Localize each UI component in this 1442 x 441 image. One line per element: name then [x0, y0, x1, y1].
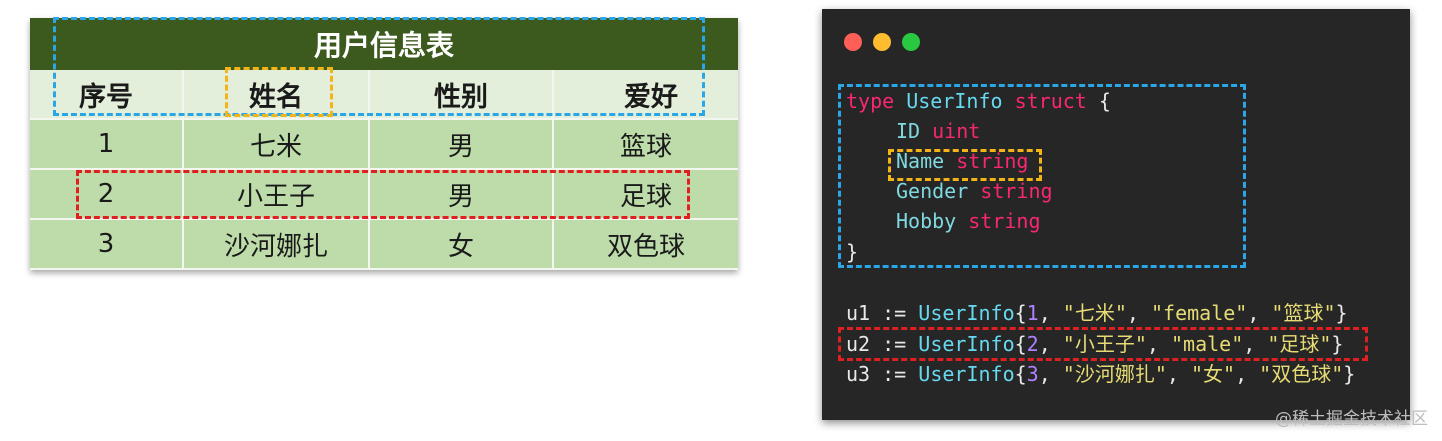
arg-string: "篮球"	[1271, 301, 1336, 325]
field-name: Name	[896, 149, 945, 173]
window-maximize-dot	[902, 33, 920, 51]
assign-op: :=	[882, 362, 907, 386]
cell-name: 七米	[184, 120, 370, 170]
arg-string: "female"	[1150, 301, 1248, 325]
header-cell-index: 序号	[30, 70, 184, 120]
cell-gender: 男	[370, 170, 554, 220]
code-assignment-line: u2 := UserInfo{2, "小王子", "male", "足球"}	[846, 332, 1344, 356]
cell-name: 沙河娜扎	[184, 220, 370, 270]
cell-index: 2	[30, 170, 184, 220]
struct-name: UserInfo	[906, 89, 1003, 113]
field-type: string	[968, 209, 1041, 233]
table-row: 2 小王子 男 足球	[30, 170, 738, 220]
code-struct-decl: type UserInfo struct {	[846, 86, 1111, 116]
arg-number: 2	[1026, 332, 1039, 356]
code-assignment-line: u3 := UserInfo{3, "沙河娜扎", "女", "双色球"}	[846, 362, 1356, 386]
assign-op: :=	[882, 301, 907, 325]
table-row: 3 沙河娜扎 女 双色球	[30, 220, 738, 270]
table-header-row: 序号 姓名 性别 爱好	[30, 70, 738, 120]
cell-gender: 女	[370, 220, 554, 270]
code-field-line: Gender string	[896, 176, 1053, 206]
field-name: Hobby	[896, 209, 957, 233]
field-name: Gender	[896, 179, 969, 203]
keyword-type: type	[846, 89, 895, 113]
watermark: @稀土掘金技术社区	[1275, 409, 1428, 429]
arg-number: 3	[1026, 362, 1039, 386]
field-type: uint	[932, 119, 981, 143]
arg-number: 1	[1026, 301, 1039, 325]
var-name: u1	[846, 301, 871, 325]
type-name: UserInfo	[918, 332, 1015, 356]
brace-open: {	[1098, 89, 1111, 113]
header-cell-name: 姓名	[184, 70, 370, 120]
window-minimize-dot	[873, 33, 891, 51]
arg-string: "小王子"	[1062, 332, 1147, 356]
cell-hobby: 篮球	[554, 120, 738, 170]
type-name: UserInfo	[918, 362, 1015, 386]
user-info-table: 用户信息表 序号 姓名 性别 爱好 1 七米 男 篮球 2 小王子 男 足球 3…	[30, 18, 738, 270]
cell-gender: 男	[370, 120, 554, 170]
code-field-line: Hobby string	[896, 206, 1041, 236]
code-field-line: ID uint	[896, 116, 980, 146]
cell-hobby: 足球	[554, 170, 738, 220]
cell-index: 3	[30, 220, 184, 270]
arg-string: "足球"	[1267, 332, 1332, 356]
cell-index: 1	[30, 120, 184, 170]
table-title: 用户信息表	[30, 18, 738, 70]
arg-string: "male"	[1170, 332, 1244, 356]
var-name: u2	[846, 332, 871, 356]
code-assignment-line: u1 := UserInfo{1, "七米", "female", "篮球"}	[846, 301, 1348, 325]
cell-hobby: 双色球	[554, 220, 738, 270]
brace-close: }	[846, 240, 859, 264]
cell-name: 小王子	[184, 170, 370, 220]
code-struct-close: }	[846, 237, 858, 267]
header-cell-gender: 性别	[370, 70, 554, 120]
window-close-dot	[844, 33, 862, 51]
arg-string: "沙河娜扎"	[1062, 362, 1167, 386]
type-name: UserInfo	[918, 301, 1015, 325]
table-row: 1 七米 男 篮球	[30, 120, 738, 170]
code-field-line: Name string	[896, 146, 1028, 176]
assign-op: :=	[882, 332, 907, 356]
arg-string: "七米"	[1062, 301, 1127, 325]
var-name: u3	[846, 362, 871, 386]
header-cell-hobby: 爱好	[554, 70, 738, 120]
arg-string: "女"	[1190, 362, 1236, 386]
field-name: ID	[896, 119, 921, 143]
field-type: string	[980, 179, 1053, 203]
code-editor: type UserInfo struct { ID uint Name stri…	[822, 9, 1410, 420]
field-type: string	[956, 149, 1029, 173]
arg-string: "双色球"	[1259, 362, 1344, 386]
keyword-struct: struct	[1014, 89, 1087, 113]
